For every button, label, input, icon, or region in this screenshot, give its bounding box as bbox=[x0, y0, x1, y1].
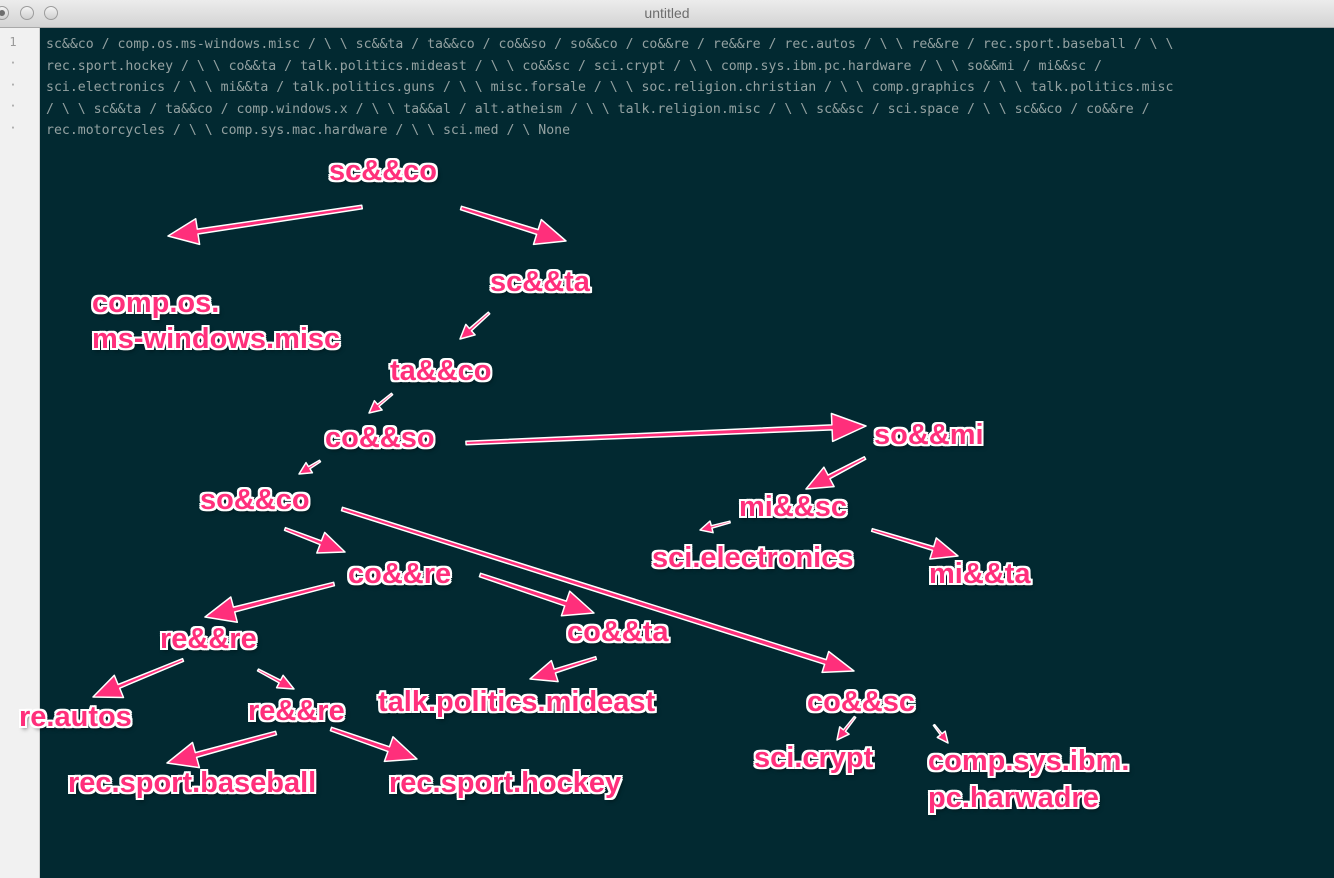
code-line: / \ \ sc&&ta / ta&&co / comp.windows.x /… bbox=[46, 101, 1150, 117]
code-line: sci.electronics / \ \ mi&&ta / talk.poli… bbox=[46, 80, 1174, 95]
arrow-mi-sc-to-sci-electronics bbox=[699, 520, 731, 534]
tree-node-co-re: co&&re bbox=[348, 558, 452, 590]
wrap-mark: · bbox=[9, 121, 17, 135]
close-window-button[interactable] bbox=[0, 6, 9, 20]
tree-leaf-sci-electronics: sci.electronics bbox=[652, 542, 854, 574]
text-editor-area[interactable]: sc&&co / comp.os.ms-windows.misc / \ \ s… bbox=[40, 28, 1334, 878]
tree-leaf-sci-crypt: sci.crypt bbox=[754, 742, 874, 774]
arrow-sc-ta-to-ta-co bbox=[459, 311, 491, 340]
window-title: untitled bbox=[644, 5, 690, 21]
code-line: rec.sport.hockey / \ \ co&&ta / talk.pol… bbox=[46, 58, 1102, 74]
zoom-window-button[interactable] bbox=[44, 6, 58, 20]
arrow-sc-co-to-comp-os bbox=[167, 204, 364, 246]
arrow-co-sc-to-comp-sys bbox=[932, 723, 949, 744]
tree-leaf-re-autos: re.autos bbox=[19, 701, 132, 733]
line-number-gutter: 1 · · · · bbox=[0, 28, 40, 878]
tree-leaf-comp-sys-line1: comp.sys.ibm. bbox=[928, 745, 1130, 777]
arrow-mi-sc-to-mi-ta bbox=[870, 527, 959, 560]
tree-leaf-talk-politics-mideast: talk.politics.mideast bbox=[378, 686, 656, 718]
tree-node-sc-co: sc&&co bbox=[329, 155, 437, 187]
arrow-re-re-2-to-hockey bbox=[329, 726, 418, 763]
arrow-co-so-to-so-co bbox=[298, 459, 322, 475]
arrow-re-re-2-to-baseball bbox=[166, 730, 278, 769]
arrow-so-co-to-co-re bbox=[283, 526, 346, 554]
arrow-co-so-to-so-mi bbox=[465, 412, 867, 446]
arrow-re-re-1-to-re-autos bbox=[92, 657, 185, 699]
tree-node-co-so: co&&so bbox=[325, 422, 435, 454]
code-line: rec.motorcycles / \ \ comp.sys.mac.hardw… bbox=[46, 123, 571, 138]
tree-node-so-mi: so&&mi bbox=[874, 419, 984, 451]
tree-node-co-sc: co&&sc bbox=[807, 686, 915, 718]
arrow-so-mi-to-mi-sc bbox=[805, 456, 867, 490]
code-text[interactable]: sc&&co / comp.os.ms-windows.misc / \ \ s… bbox=[46, 34, 1334, 142]
arrow-so-co-to-co-sc bbox=[340, 506, 855, 674]
tree-leaf-comp-os-line1: comp.os. bbox=[92, 287, 220, 319]
wrap-mark: · bbox=[9, 56, 17, 70]
arrow-co-re-to-re-re-1 bbox=[204, 581, 336, 623]
tree-node-so-co: so&&co bbox=[200, 484, 310, 516]
wrap-mark: · bbox=[9, 99, 17, 113]
code-line: sc&&co / comp.os.ms-windows.misc / \ \ s… bbox=[46, 37, 1174, 52]
tree-node-co-ta: co&&ta bbox=[567, 616, 669, 648]
tree-leaf-rec-sport-hockey: rec.sport.hockey bbox=[389, 767, 622, 799]
wrap-mark: · bbox=[9, 78, 17, 92]
arrow-co-sc-to-sci-crypt bbox=[836, 715, 857, 741]
tree-node-mi-ta: mi&&ta bbox=[929, 558, 1031, 590]
window-titlebar: untitled bbox=[0, 0, 1334, 28]
arrow-co-ta-to-mideast bbox=[529, 655, 598, 683]
arrow-ta-co-to-co-so bbox=[368, 392, 394, 414]
line-number: 1 bbox=[9, 35, 17, 49]
arrow-sc-co-to-sc-ta bbox=[459, 205, 567, 246]
tree-leaf-rec-sport-baseball: rec.sport.baseball bbox=[68, 767, 317, 799]
tree-node-ta-co: ta&&co bbox=[390, 355, 492, 387]
tree-node-re-re-1: re&&re bbox=[160, 623, 257, 655]
tree-leaf-comp-os-line2: ms-windows.misc bbox=[92, 323, 341, 355]
arrow-re-re-1-to-re-re-2 bbox=[256, 668, 295, 690]
minimize-window-button[interactable] bbox=[20, 6, 34, 20]
tree-node-mi-sc: mi&&sc bbox=[739, 491, 847, 523]
tree-node-sc-ta: sc&&ta bbox=[490, 266, 590, 298]
tree-node-re-re-2: re&&re bbox=[248, 695, 345, 727]
arrow-co-re-to-co-ta bbox=[478, 572, 595, 617]
tree-leaf-comp-sys-line2: pc.harwadre bbox=[928, 782, 1099, 814]
